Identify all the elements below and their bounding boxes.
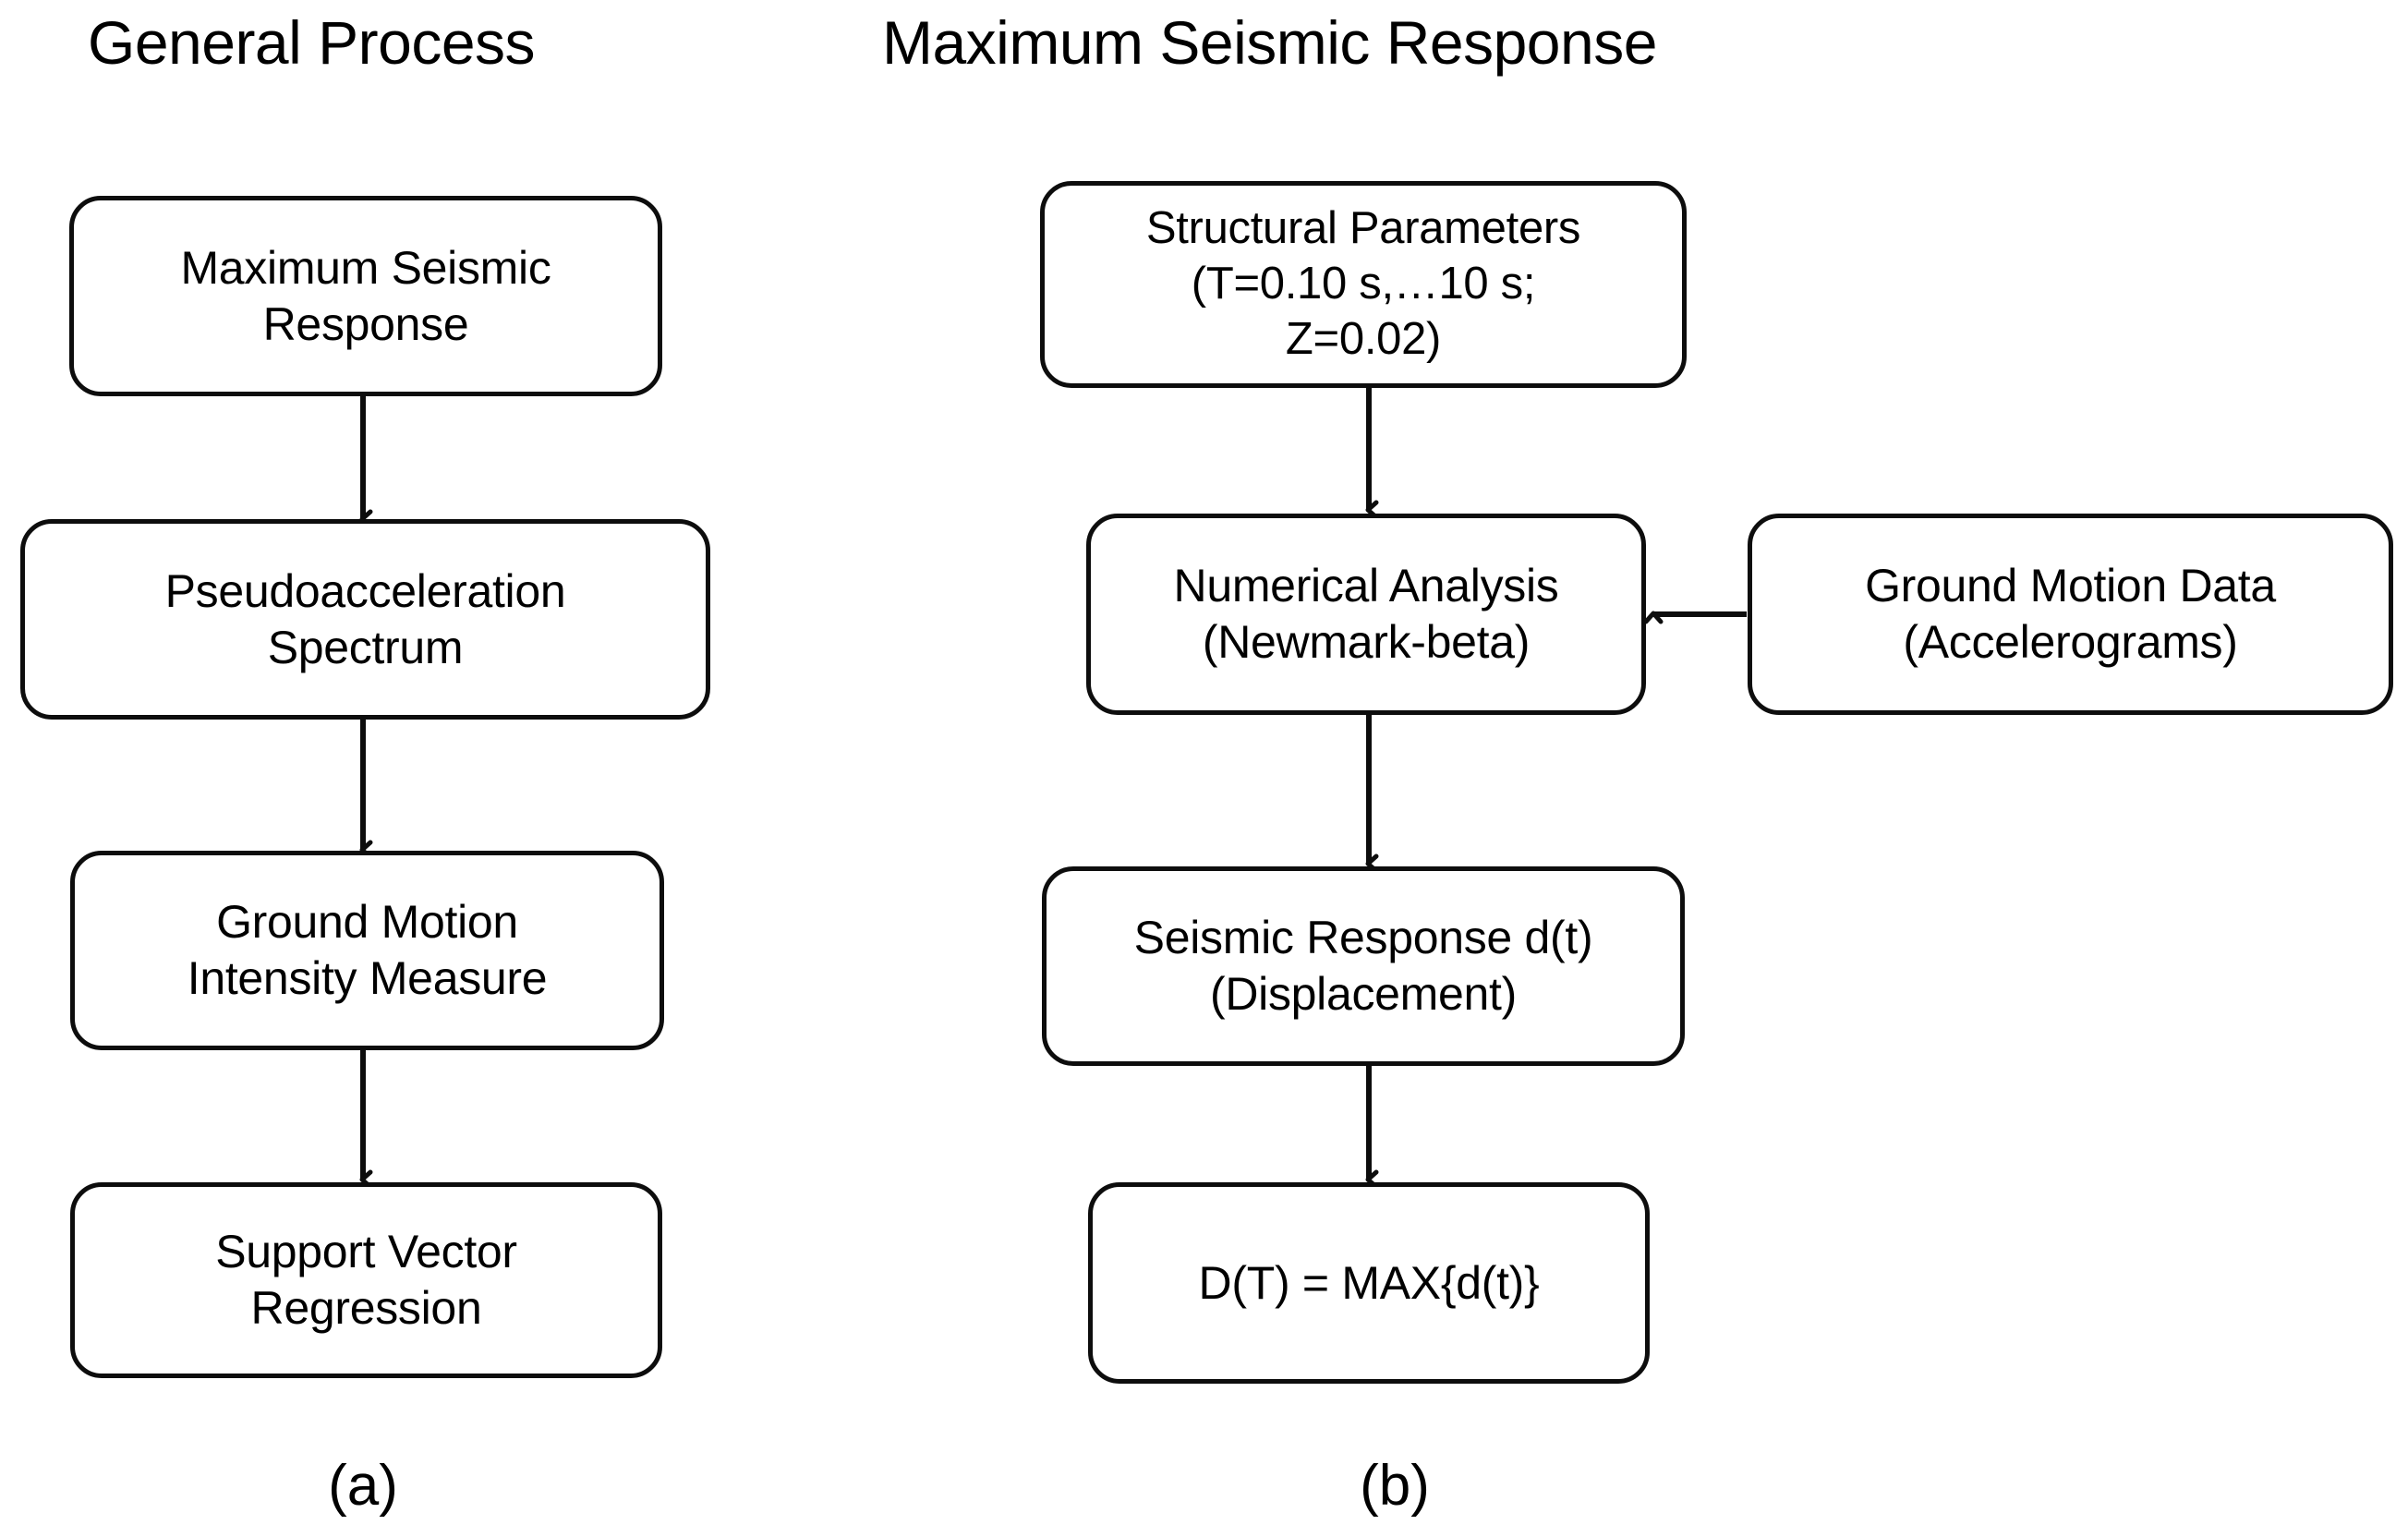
panel-a-caption: (a): [328, 1454, 398, 1518]
node-label: Numerical Analysis (Newmark-beta): [1173, 560, 1559, 668]
node-support-vector-regression[interactable]: Support Vector Regression: [70, 1182, 662, 1378]
node-label: Pseudoacceleration Spectrum: [164, 564, 566, 673]
node-ground-motion-data[interactable]: Ground Motion Data (Accelerograms): [1748, 514, 2393, 715]
node-label: Support Vector Regression: [215, 1226, 517, 1334]
node-label: D(T) = MAX{d(t)}: [1198, 1256, 1540, 1309]
node-maximum-seismic-response[interactable]: Maximum Seismic Response: [69, 196, 662, 396]
node-structural-parameters[interactable]: Structural Parameters (T=0.10 s,…10 s; Z…: [1040, 181, 1687, 388]
node-numerical-analysis[interactable]: Numerical Analysis (Newmark-beta): [1086, 514, 1646, 715]
node-label: Ground Motion Data (Accelerograms): [1865, 560, 2276, 668]
node-label: Ground Motion Intensity Measure: [187, 896, 548, 1004]
node-seismic-response[interactable]: Seismic Response d(t) (Displacement): [1042, 866, 1685, 1066]
node-label: Maximum Seismic Response: [180, 241, 551, 350]
node-max-displacement-formula[interactable]: D(T) = MAX{d(t)}: [1088, 1182, 1650, 1384]
panel-a-title: General Process: [88, 8, 536, 77]
node-label: Seismic Response d(t) (Displacement): [1133, 912, 1593, 1020]
node-label: Structural Parameters (T=0.10 s,…10 s; Z…: [1145, 203, 1581, 364]
panel-b-title: Maximum Seismic Response: [882, 8, 1657, 77]
node-ground-motion-intensity-measure[interactable]: Ground Motion Intensity Measure: [70, 851, 664, 1050]
node-pseudoacceleration-spectrum[interactable]: Pseudoacceleration Spectrum: [20, 519, 710, 720]
panel-b-caption: (b): [1360, 1454, 1430, 1518]
